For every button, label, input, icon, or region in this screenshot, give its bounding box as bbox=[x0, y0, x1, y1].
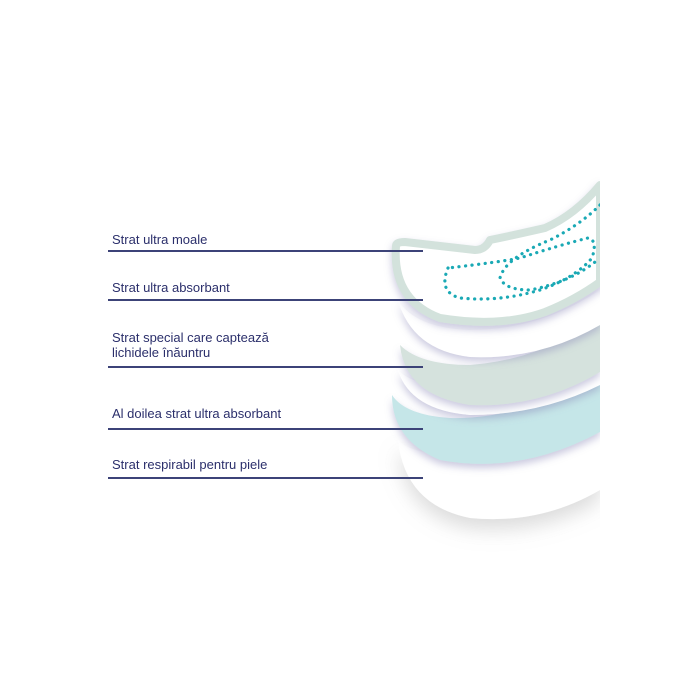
layer-ultra-soft bbox=[391, 181, 600, 326]
leader-line-second-absorbent bbox=[108, 428, 423, 430]
layer-ultra-absorbent bbox=[398, 290, 600, 358]
label-second-absorbent: Al doilea strat ultra absorbant bbox=[112, 406, 282, 421]
label-ultra-soft: Strat ultra moale bbox=[112, 232, 208, 247]
layer-lock-liquid bbox=[400, 318, 600, 406]
label-ultra-absorbent: Strat ultra absorbant bbox=[112, 280, 230, 295]
layer-second-absorbent bbox=[392, 375, 600, 464]
leader-line-lock-liquid bbox=[108, 366, 423, 368]
leader-line-ultra-absorbent bbox=[108, 299, 423, 301]
label-lock-liquid-line1: Strat special care captează bbox=[112, 330, 269, 345]
leader-line-ultra-soft bbox=[108, 250, 423, 252]
leader-line-breathable bbox=[108, 477, 423, 479]
dotted-channel-icon bbox=[443, 203, 600, 301]
label-lock-liquid-line2: lichidele înăuntru bbox=[112, 345, 211, 360]
label-breathable: Strat respirabil pentru piele bbox=[112, 457, 268, 472]
